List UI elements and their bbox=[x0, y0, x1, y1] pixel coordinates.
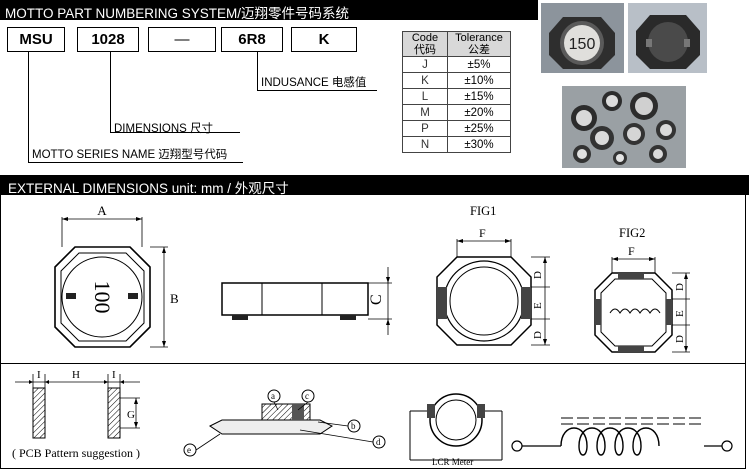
label-inductance: INDUSANCE 电感值 bbox=[261, 77, 367, 89]
part-box-series: MSU bbox=[7, 27, 65, 52]
part-box-inductance: 6R8 bbox=[221, 27, 283, 52]
part-box-dimension: 1028 bbox=[77, 27, 139, 52]
cross-section-view bbox=[183, 389, 386, 457]
pcb-pattern bbox=[15, 374, 140, 439]
table-cell-code: P bbox=[402, 120, 448, 137]
dimensions-drawing: A B 100 C FIG1 F D E D bbox=[54, 203, 690, 353]
side-view bbox=[221, 267, 392, 335]
lcr-meter-label: LCR Meter bbox=[432, 457, 473, 467]
dim-label-d-fig1-top: D bbox=[532, 271, 544, 279]
dim-label-e-fig1: E bbox=[532, 302, 544, 309]
table-cell-value: ±15% bbox=[447, 88, 511, 105]
table-cell-code: N bbox=[402, 136, 448, 153]
pcb-label-g: G bbox=[127, 409, 135, 421]
pcb-label-h: H bbox=[72, 369, 80, 381]
table-cell-code: K bbox=[402, 72, 448, 89]
header-title-part-numbering: MOTTO PART NUMBERING SYSTEM/迈翔零件号码系统 bbox=[5, 6, 350, 21]
header-tol-label: Tolerance bbox=[455, 32, 503, 44]
table-cell-value: ±5% bbox=[447, 56, 511, 73]
label-dimensions: DIMENSIONS 尺寸 bbox=[114, 123, 214, 135]
part-box-dash: — bbox=[148, 27, 216, 52]
leader-series-h bbox=[28, 162, 243, 163]
leader-inductance-v bbox=[257, 52, 258, 90]
table-cell-code: L bbox=[402, 88, 448, 105]
photo-inductor-group-graphic bbox=[571, 91, 676, 165]
header-title-external-dimensions: EXTERNAL DIMENSIONS unit: mm / 外观尺寸 bbox=[8, 181, 289, 196]
header-tol-cn-label: 公差 bbox=[468, 44, 490, 56]
dimensions-section-frame bbox=[0, 195, 746, 364]
part-box-tolerance: K bbox=[291, 27, 357, 52]
dim-label-d-fig1-bottom: D bbox=[532, 331, 544, 339]
table-cell-value: ±10% bbox=[447, 72, 511, 89]
dim-label-c: C bbox=[368, 294, 385, 305]
section-label-b: b bbox=[351, 421, 356, 431]
photo-inductor-top bbox=[628, 3, 707, 73]
dim-label-f-fig1: F bbox=[479, 226, 486, 240]
section-label-a: a bbox=[271, 391, 275, 401]
bottom-drawing: I H I G ( PCB Pattern suggestion ) a c b… bbox=[12, 369, 733, 467]
leader-dimension-v bbox=[110, 52, 111, 132]
header-bar-part-numbering: MOTTO PART NUMBERING SYSTEM/迈翔零件号码系统 bbox=[0, 0, 538, 21]
fig2-bottom-view bbox=[594, 257, 690, 353]
table-row: P±25% bbox=[402, 120, 511, 137]
leader-dimension-h bbox=[110, 132, 240, 133]
top-view-octagon bbox=[54, 217, 168, 348]
header-code-cn-label: 代码 bbox=[414, 44, 436, 56]
photo-inductor-single: 150 bbox=[541, 3, 624, 73]
section-label-d: d bbox=[376, 437, 381, 447]
dim-label-d-fig2-top: D bbox=[674, 283, 686, 291]
table-cell-value: ±25% bbox=[447, 120, 511, 137]
table-row: N±30% bbox=[402, 136, 511, 153]
leader-series-v bbox=[28, 52, 29, 162]
dim-label-d-fig2-bottom: D bbox=[674, 335, 686, 343]
dim-label-e-fig2: E bbox=[674, 310, 686, 317]
table-row: K±10% bbox=[402, 72, 511, 89]
leader-inductance-h bbox=[257, 90, 377, 91]
lcr-meter-test bbox=[409, 393, 503, 461]
header-bar-external-dimensions: EXTERNAL DIMENSIONS unit: mm / 外观尺寸 bbox=[0, 175, 749, 196]
section-label-c: c bbox=[305, 391, 309, 401]
table-cell-value: ±30% bbox=[447, 136, 511, 153]
table-cell-value: ±20% bbox=[447, 104, 511, 121]
dim-label-a: A bbox=[97, 203, 107, 218]
fig1-bottom-view bbox=[436, 239, 550, 346]
table-row: L±15% bbox=[402, 88, 511, 105]
dim-label-b: B bbox=[170, 291, 179, 306]
pcb-suggestion-text: ( PCB Pattern suggestion ) bbox=[12, 446, 140, 460]
photo-inductor-single-graphic: 150 bbox=[549, 17, 615, 69]
fig2-label: FIG2 bbox=[619, 226, 645, 240]
table-row: M±20% bbox=[402, 104, 511, 121]
table-row: J±5% bbox=[402, 56, 511, 73]
pcb-label-i-right: I bbox=[112, 369, 116, 381]
top-marking-text: 100 bbox=[90, 281, 115, 314]
table-cell-code: J bbox=[402, 56, 448, 73]
section-label-e: e bbox=[187, 445, 191, 455]
photo-marking-text: 150 bbox=[569, 36, 596, 53]
table-cell-code: M bbox=[402, 104, 448, 121]
fig1-label: FIG1 bbox=[470, 204, 496, 218]
pcb-label-i-left: I bbox=[37, 369, 41, 381]
photo-inductor-group bbox=[562, 86, 686, 168]
inductor-schematic bbox=[511, 417, 733, 456]
photo-inductor-top-graphic bbox=[636, 15, 700, 69]
header-code-label: Code bbox=[411, 32, 439, 44]
dim-label-f-fig2: F bbox=[628, 244, 635, 258]
label-series-name: MOTTO SERIES NAME 迈翔型号代码 bbox=[32, 149, 228, 161]
